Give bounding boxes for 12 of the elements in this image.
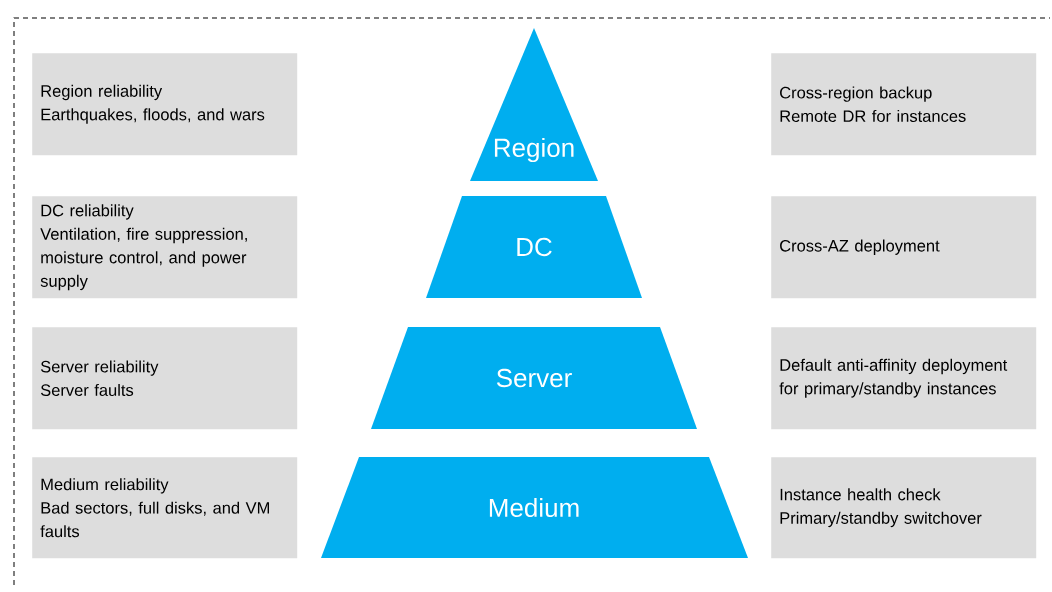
text-box: Cross-AZ deployment bbox=[771, 196, 1037, 299]
pyramid-triangle: Region bbox=[470, 28, 598, 181]
pyramid-layer: Server bbox=[371, 327, 697, 429]
pyramid-layer: Medium bbox=[321, 457, 748, 558]
text-box: Cross-region backup Remote DR for instances bbox=[771, 53, 1037, 156]
pyramid-layer: DC bbox=[426, 196, 642, 298]
text-box: Medium reliability Bad sectors, full disks, and VM faults bbox=[32, 457, 298, 559]
text-box: DC reliability Ventilation, fire suppression, moisture control, and power supply bbox=[32, 196, 298, 299]
text-box: Instance health check Primary/standby switchover bbox=[771, 457, 1037, 559]
text-box: Server reliability Server faults bbox=[32, 327, 298, 430]
text-box: Default anti-affinity deployment for primary/standby instances bbox=[771, 327, 1037, 430]
text-box: Region reliability Earthquakes, floods, and wars bbox=[32, 53, 298, 156]
